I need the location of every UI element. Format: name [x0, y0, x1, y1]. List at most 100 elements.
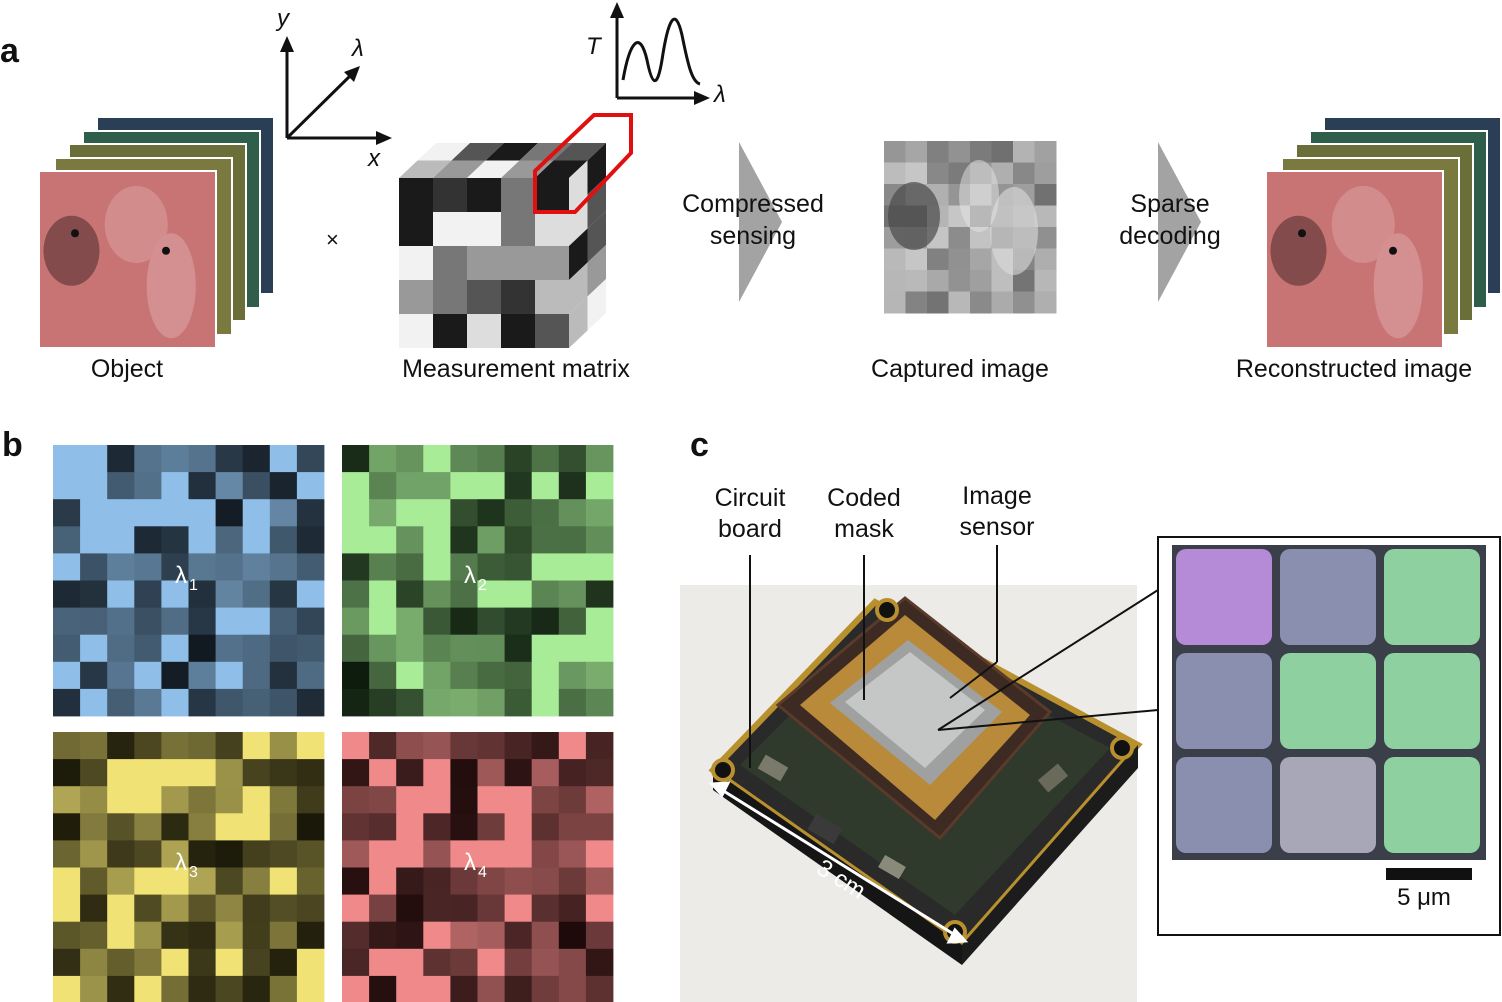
mask-cell — [296, 526, 325, 554]
mask-cell — [585, 526, 614, 554]
mask-cell — [107, 759, 135, 787]
axis-label-y: y — [275, 5, 291, 32]
mask-cell — [215, 867, 244, 895]
tile-wavelength-subscript: 2 — [478, 577, 487, 594]
mask-cell — [242, 499, 271, 527]
caption-captured-image: Captured image — [871, 355, 1049, 383]
mask-cell — [269, 445, 298, 473]
cube-side-cell — [587, 177, 606, 229]
mask-cell — [504, 499, 533, 527]
label-coded-mask-line1: Coded — [827, 484, 901, 512]
mask-cell — [423, 813, 451, 841]
mask-cell — [215, 921, 244, 950]
cube-front-cell — [535, 178, 569, 212]
mask-cell — [188, 948, 216, 977]
mask-cell — [342, 732, 370, 760]
pointer-lines — [749, 545, 1159, 768]
mask-cell — [477, 813, 505, 841]
cube-front-cell — [501, 314, 535, 348]
mask-cell — [585, 580, 614, 608]
mask-cell — [215, 580, 244, 608]
mask-cell — [558, 867, 587, 895]
mask-cell — [269, 553, 298, 581]
label-circuit-board-line2: board — [718, 515, 782, 543]
mask-cell — [450, 921, 478, 950]
sparse-decoding-arrow — [1158, 142, 1201, 302]
mask-cell — [558, 786, 587, 814]
mask-cell — [585, 499, 614, 527]
captured-cell — [927, 270, 949, 292]
captured-cell — [970, 227, 992, 249]
mask-cell — [296, 759, 325, 787]
captured-cell — [884, 162, 906, 185]
label-image-sensor-line1: Image — [962, 482, 1031, 510]
label-circuit-board-line1: Circuit — [715, 484, 786, 512]
compressed-sensing-arrow — [739, 142, 782, 302]
cube-front-cell — [467, 212, 501, 246]
mask-cell — [585, 732, 614, 760]
mask-cell — [423, 894, 451, 923]
mask-cell — [396, 813, 424, 841]
mask-cell — [531, 661, 560, 690]
mask-cell — [342, 759, 370, 787]
cube-front-cell — [501, 178, 535, 212]
mask-cell — [558, 840, 587, 868]
mask-cell — [161, 786, 189, 814]
mask-cell — [396, 472, 424, 500]
mask-cell — [342, 634, 370, 663]
mask-cell — [477, 840, 505, 868]
mask-cell — [369, 661, 397, 690]
mask-cell — [369, 867, 397, 895]
mask-cell — [477, 661, 505, 690]
mask-cell — [504, 759, 533, 787]
mask-cell — [450, 445, 478, 473]
mask-cell — [369, 499, 397, 527]
mask-cell — [296, 894, 325, 923]
mask-cell — [80, 975, 108, 1002]
mask-cell — [215, 472, 244, 500]
tile-wavelength-label: λ — [464, 849, 476, 876]
mask-cell — [558, 526, 587, 554]
multiply-sign: × — [326, 227, 339, 252]
mask-cell — [423, 661, 451, 690]
mask-cell — [215, 975, 244, 1002]
mask-cell — [161, 607, 189, 636]
mask-cell — [558, 634, 587, 663]
mask-cell — [80, 445, 108, 473]
mask-cell — [269, 813, 298, 841]
mask-cell — [53, 840, 81, 868]
mask-cell — [423, 948, 451, 977]
mask-cell — [369, 472, 397, 500]
mask-cell — [585, 948, 614, 977]
mask-cell — [477, 732, 505, 760]
mask-cell — [107, 526, 135, 554]
mask-cell — [53, 634, 81, 663]
mask-cell — [396, 894, 424, 923]
label-image-sensor-line2: sensor — [959, 513, 1034, 541]
mask-cell — [342, 688, 370, 717]
mask-cell — [134, 472, 162, 500]
mask-cell — [161, 759, 189, 787]
mask-cell — [188, 813, 216, 841]
spectral-layer — [1265, 170, 1444, 349]
mask-cell — [558, 759, 587, 787]
mask-cell — [585, 786, 614, 814]
inset-pixel — [1176, 757, 1272, 853]
mask-cell — [396, 867, 424, 895]
mask-cell — [450, 499, 478, 527]
mask-cell — [477, 688, 505, 717]
mask-cell — [242, 526, 271, 554]
mask-cell — [369, 948, 397, 977]
cube-side-cell — [569, 194, 588, 246]
mask-cell — [396, 499, 424, 527]
inset-pixel — [1280, 653, 1376, 749]
cube-front-cell — [535, 314, 569, 348]
mask-cell — [215, 840, 244, 868]
captured-cell — [905, 291, 928, 314]
mask-cell — [53, 688, 81, 717]
mask-cell — [531, 732, 560, 760]
tile-wavelength-subscript: 1 — [189, 577, 198, 594]
mask-cell — [558, 732, 587, 760]
mask-cell — [269, 607, 298, 636]
